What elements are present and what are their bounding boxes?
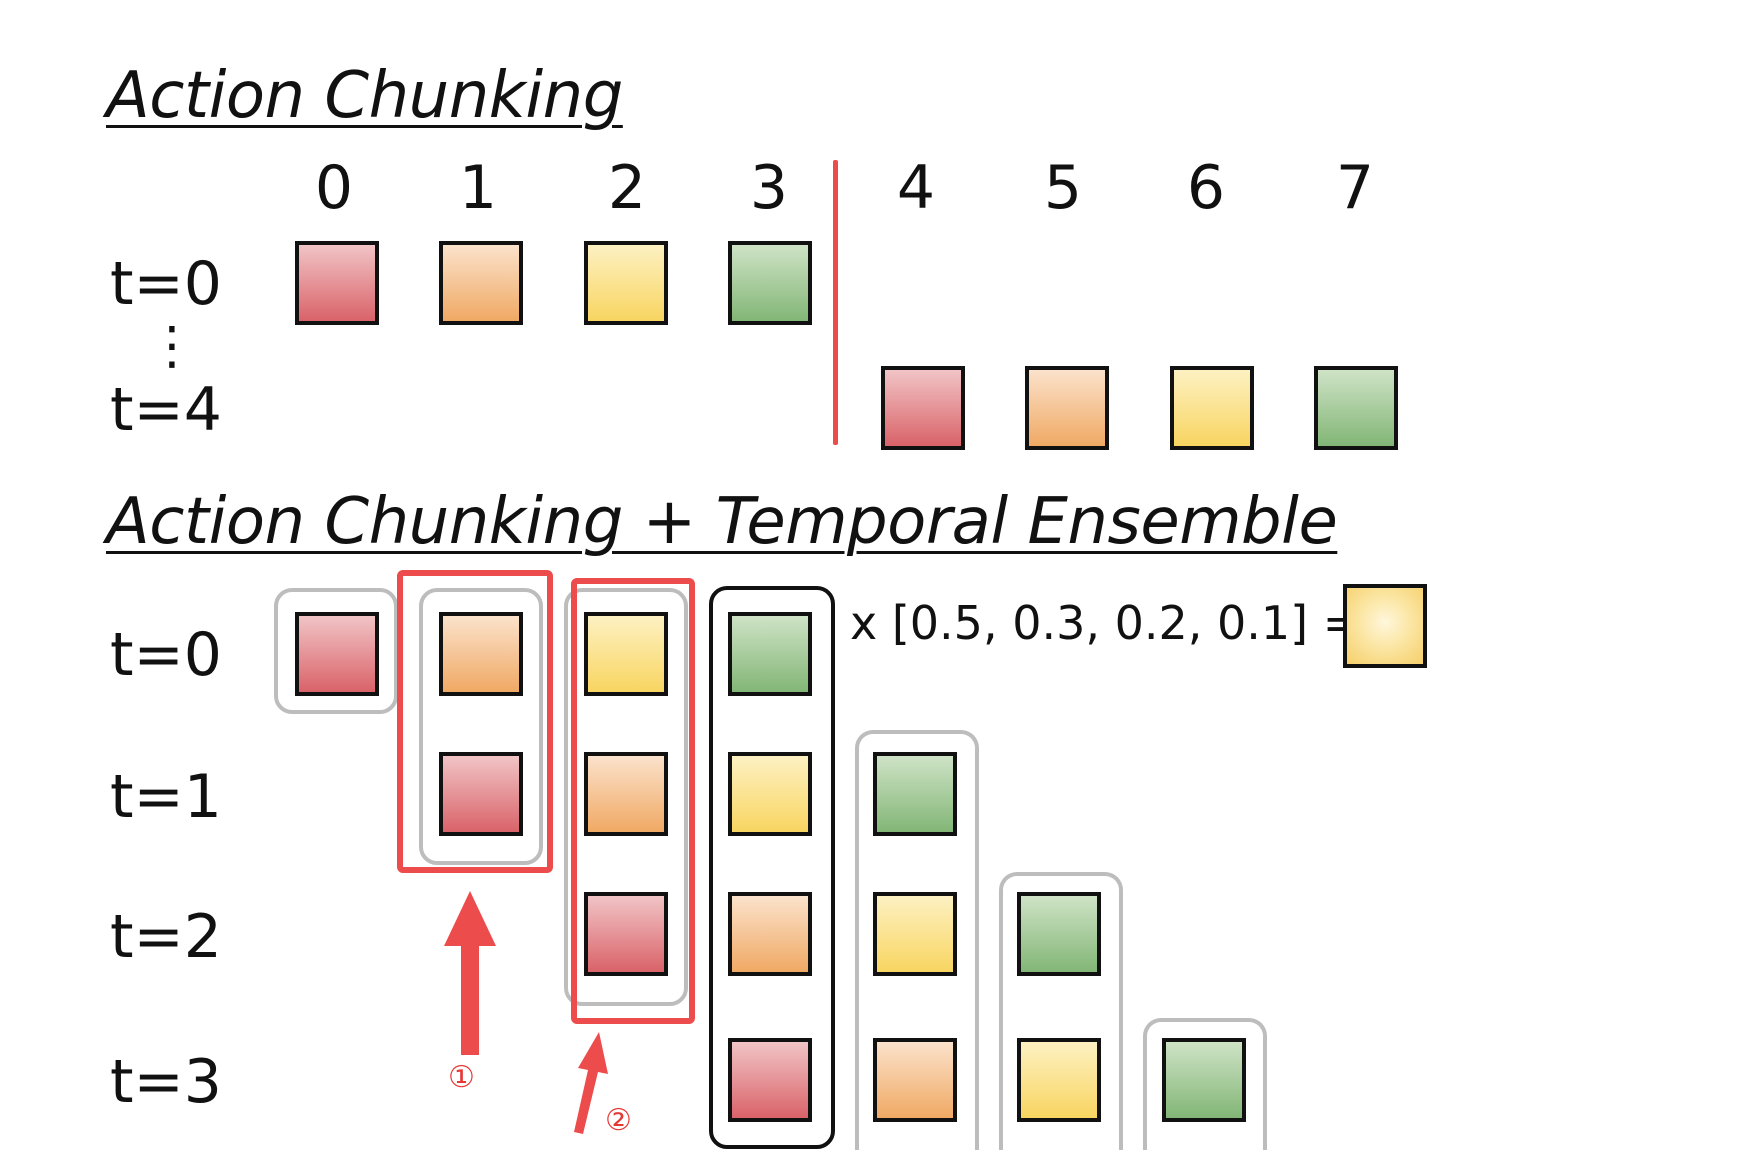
column-label: 6 [1186,153,1226,223]
action-square [1314,366,1398,450]
ensemble-group-3 [709,586,835,1149]
action-square [584,892,668,976]
arrow-1-shape [444,891,496,1055]
timestep-group-6 [1143,1018,1267,1150]
action-square [881,366,965,450]
action-square [584,752,668,836]
column-label: 2 [607,153,647,223]
row-label-t2: t=2 [110,902,222,972]
action-square [1162,1038,1246,1122]
column-label: 0 [314,153,354,223]
column-label: 7 [1335,153,1375,223]
chunk-divider [833,160,838,445]
action-square [584,241,668,325]
column-label: 1 [458,153,498,223]
action-square [1017,1038,1101,1122]
arrow-2-shape [574,1032,608,1134]
ensemble-weights-formula: x [0.5, 0.3, 0.2, 0.1] = [850,596,1362,650]
highlight-box-1 [397,570,553,873]
action-square [439,241,523,325]
annotation-2: ② [605,1103,632,1138]
column-label: 3 [749,153,789,223]
timestep-group-0 [274,588,398,714]
timestep-group-4 [855,730,979,1150]
row-label-t0: t=0 [110,249,222,319]
timestep-group-1 [419,588,543,865]
action-square [873,1038,957,1122]
column-label: 5 [1043,153,1083,223]
timestep-group-2 [564,588,688,1006]
column-label: 4 [896,153,936,223]
row-label-t0: t=0 [110,620,222,690]
action-square [1170,366,1254,450]
action-square [728,1038,812,1122]
heading-action-chunking: Action Chunking [106,59,623,133]
row-label-t3: t=3 [110,1047,222,1117]
highlight-box-2 [571,578,695,1024]
action-square [584,612,668,696]
action-square [728,241,812,325]
action-square [873,892,957,976]
annotation-1: ① [448,1060,475,1095]
action-square [728,612,812,696]
action-square [873,752,957,836]
action-square [295,241,379,325]
heading-temporal-ensemble: Action Chunking + Temporal Ensemble [106,485,1338,559]
timestep-group-5 [999,872,1123,1150]
action-square [439,752,523,836]
ensembled-action-square [1343,584,1427,668]
action-square [728,752,812,836]
action-square [295,612,379,696]
action-square [439,612,523,696]
action-square [1017,892,1101,976]
row-label-t1: t=1 [110,762,222,832]
action-square [728,892,812,976]
action-square [1025,366,1109,450]
row-label-ellipsis: ⋮ [146,316,198,376]
row-label-t4: t=4 [110,375,222,445]
